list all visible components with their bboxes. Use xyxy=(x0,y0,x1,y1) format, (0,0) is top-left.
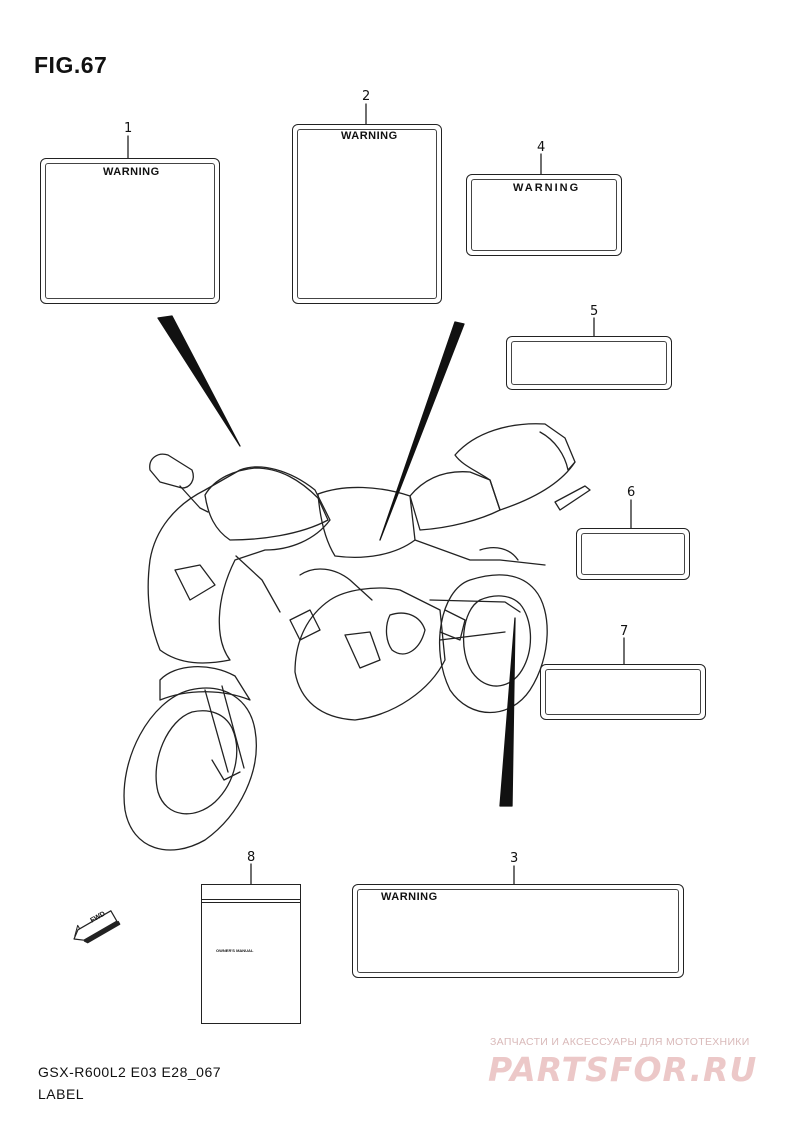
spec-label-3: WARNING xyxy=(352,884,684,978)
info-label-6 xyxy=(576,528,690,580)
callout-2: 2 xyxy=(362,89,371,104)
pointer-label-3 xyxy=(499,617,516,807)
fwd-arrow-icon xyxy=(73,910,121,944)
warning-label-1: WARNING xyxy=(40,158,220,304)
motorcycle-illustration xyxy=(123,423,591,851)
figure-code: GSX-R600L2 E03 E28_067 xyxy=(38,1064,222,1080)
watermark-tagline: ЗАПЧАСТИ И АКСЕССУАРЫ ДЛЯ МОТОТЕХНИКИ xyxy=(490,1036,750,1048)
callout-7: 7 xyxy=(620,624,629,639)
pointer-label-1 xyxy=(157,315,241,447)
warning-heading-2: WARNING xyxy=(341,130,398,142)
callout-5: 5 xyxy=(590,304,599,319)
figure-title: FIG.67 xyxy=(34,52,108,78)
owners-manual-8: OWNER'S MANUAL xyxy=(201,884,301,1024)
callout-6: 6 xyxy=(627,485,636,500)
callout-1: 1 xyxy=(124,121,133,136)
watermark-logo: PARTSFOR.RU xyxy=(488,1050,758,1089)
warning-label-2: WARNING xyxy=(292,124,442,304)
callout-8: 8 xyxy=(247,850,256,865)
info-label-5 xyxy=(506,336,672,390)
warning-heading-4: WARNING xyxy=(513,182,581,194)
callout-3: 3 xyxy=(510,851,519,866)
warning-heading-3: WARNING xyxy=(381,891,438,903)
pointer-label-2 xyxy=(379,321,465,541)
hose-routing-label-7 xyxy=(540,664,706,720)
warning-label-4: WARNING xyxy=(466,174,622,256)
callout-4: 4 xyxy=(537,140,546,155)
warning-heading-1: WARNING xyxy=(103,166,160,178)
figure-name: LABEL xyxy=(38,1086,85,1102)
manual-title: OWNER'S MANUAL xyxy=(216,948,254,953)
